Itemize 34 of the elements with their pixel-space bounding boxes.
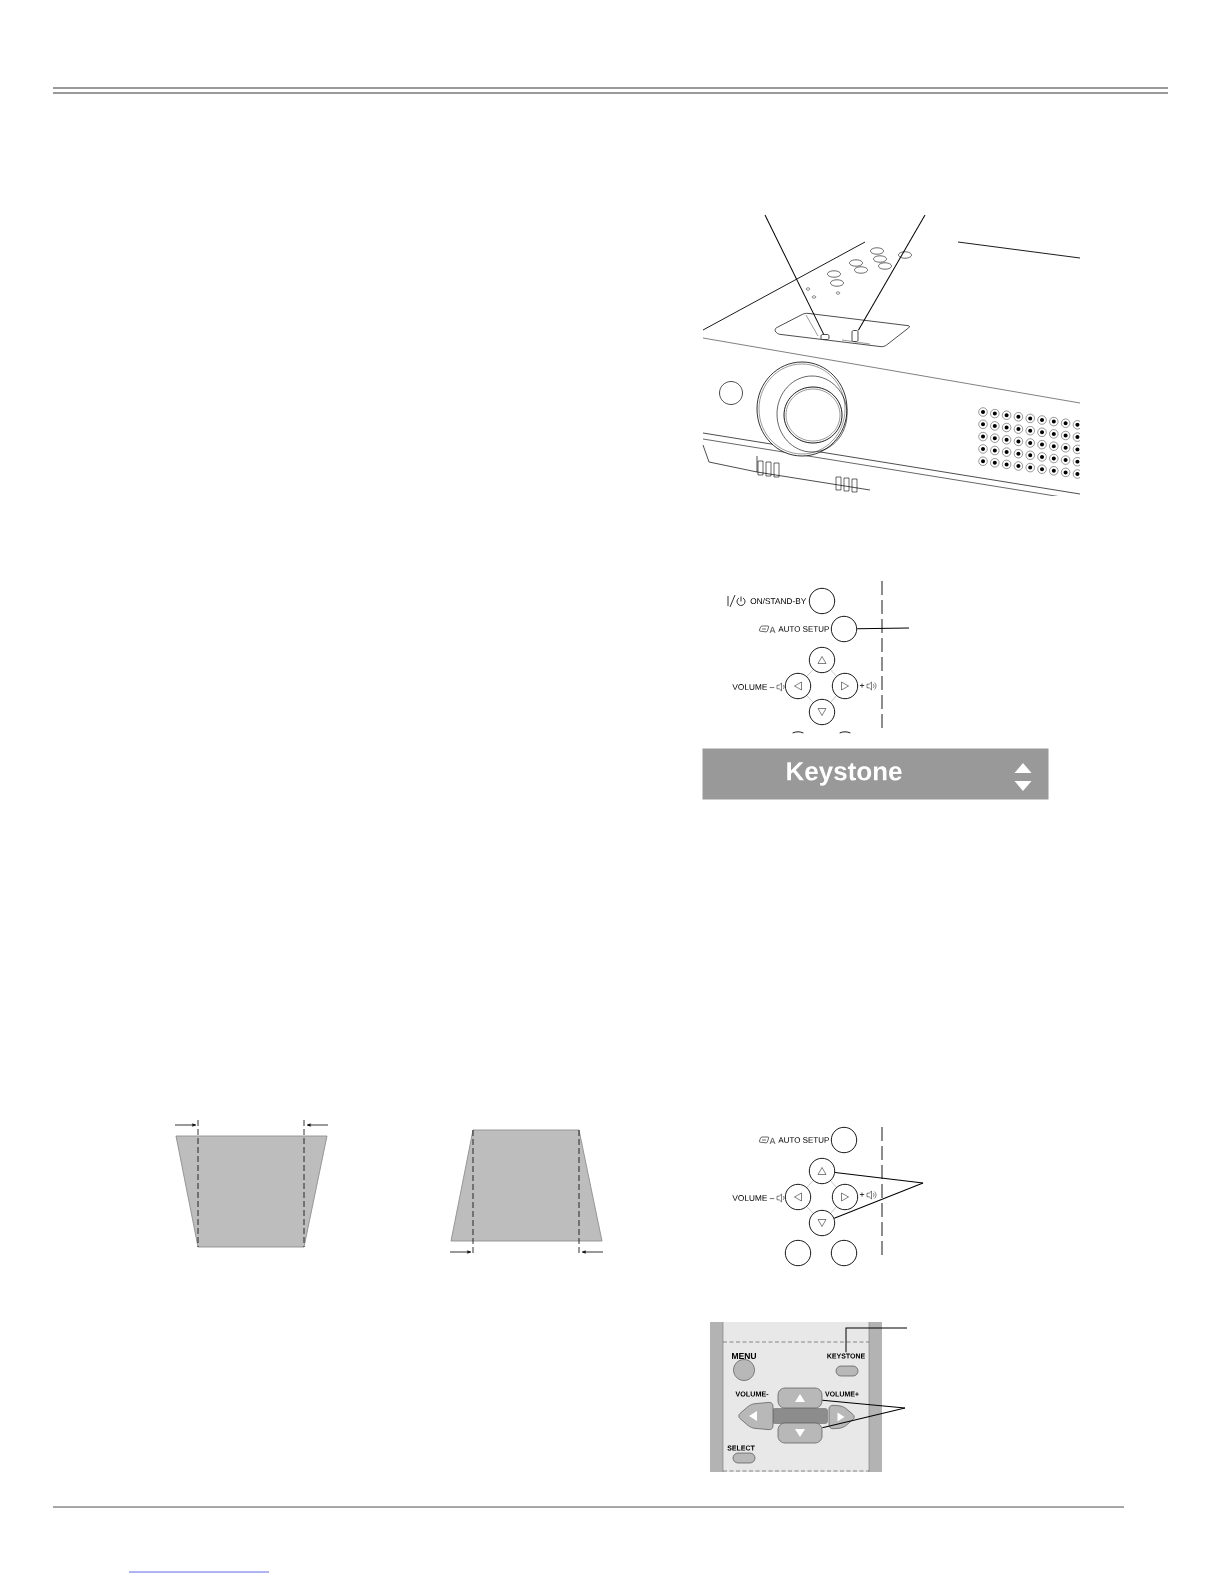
button-label: ON/STAND-BY: [750, 597, 807, 605]
round-button: [784, 1239, 812, 1267]
knob: [820, 334, 830, 340]
arrow-button: [831, 1183, 859, 1211]
leader-line: [833, 1182, 924, 1219]
leader-line: [821, 1399, 906, 1409]
round-button: [830, 615, 858, 643]
leader-line: [857, 214, 926, 331]
lever: [851, 330, 859, 342]
leader-line: [834, 1172, 924, 1184]
arrow-button: [808, 1157, 836, 1185]
button-label: AUTO SETUP: [778, 626, 829, 632]
button-label: +: [859, 683, 865, 688]
leader-line: [856, 627, 910, 630]
menu-bar: Keystone: [702, 748, 1049, 800]
button-label: AUTO SETUP: [778, 1137, 829, 1143]
leader-line: [845, 1327, 908, 1353]
arrow-button: [808, 1209, 836, 1237]
arrow-button: [808, 698, 836, 726]
round-button: [830, 1239, 858, 1267]
leader-line: [764, 214, 825, 335]
arrow-button: [784, 672, 812, 700]
arrow-button: [777, 1422, 823, 1444]
button-label: +: [859, 1192, 865, 1197]
button-label: VOLUME –: [732, 684, 775, 690]
button-label: VOLUME –: [732, 1195, 775, 1201]
leader-line: [821, 1407, 906, 1429]
round-button: [808, 587, 836, 615]
round-button: [830, 1126, 858, 1154]
arrow-button: [831, 672, 859, 700]
arrow-button: [808, 646, 836, 674]
button-label: MENU: [732, 1353, 756, 1359]
arrow-button: [777, 1387, 823, 1409]
arrow-button: [784, 1183, 812, 1211]
